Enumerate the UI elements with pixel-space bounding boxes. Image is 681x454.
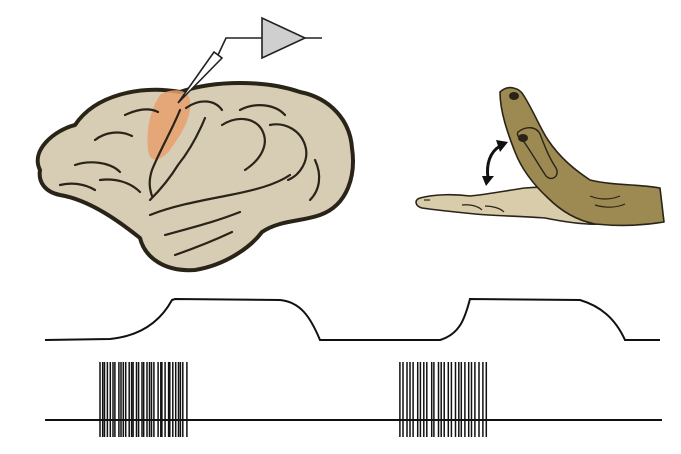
- hand-flexed: [499, 86, 665, 227]
- brain-sulci: [58, 100, 321, 257]
- brain-outline: [35, 81, 355, 273]
- flexion-extension-arrow-icon: [482, 140, 508, 186]
- spike-raster: [99, 362, 488, 437]
- hand-illustration: [415, 86, 665, 227]
- amplifier-icon: [261, 16, 322, 60]
- recording-site-highlight: [147, 90, 191, 160]
- movement-trace: [44, 297, 660, 341]
- monkey-brain: [35, 16, 355, 273]
- recording-electrode: [177, 37, 262, 104]
